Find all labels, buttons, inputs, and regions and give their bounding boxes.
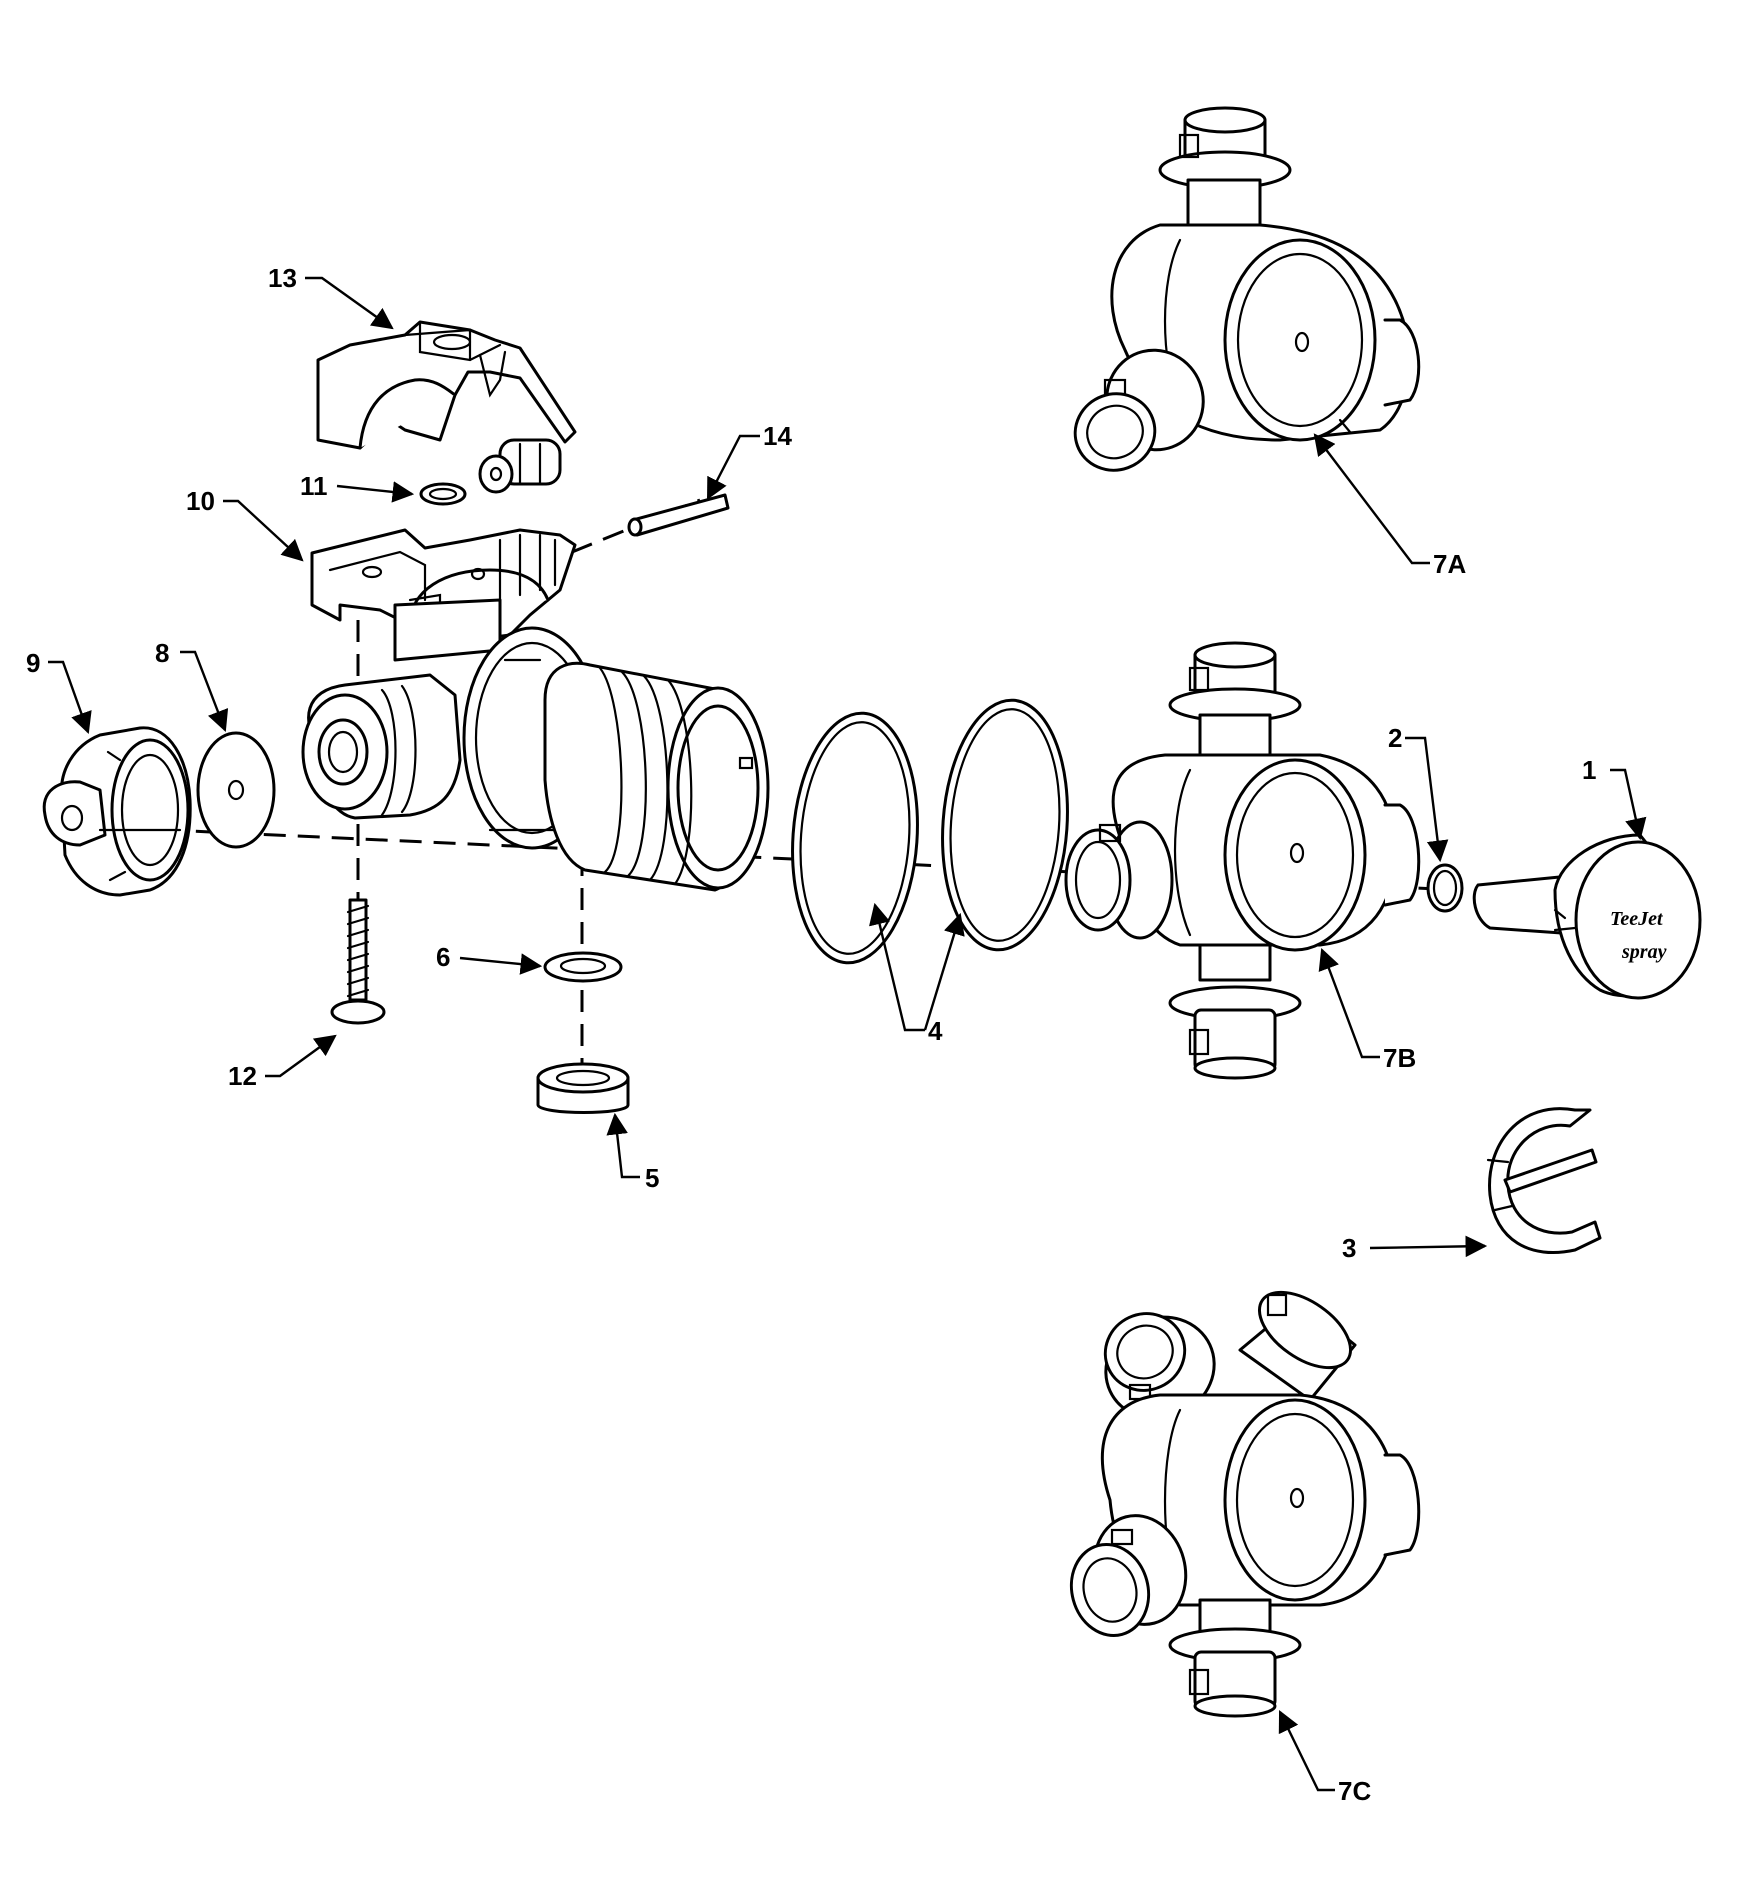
pin-part: [627, 493, 730, 537]
callout-1: 1: [1582, 755, 1596, 785]
clamp-top-part: [316, 320, 577, 494]
callout-7a: 7A: [1433, 549, 1466, 579]
small-washer-part: [419, 482, 467, 506]
callout-2: 2: [1388, 723, 1402, 753]
callout-7b: 7B: [1383, 1043, 1416, 1073]
turret-body-7a-part: [1073, 106, 1421, 472]
bearing-part: [536, 1062, 630, 1114]
callout-13: 13: [268, 263, 297, 293]
turret-body-7c-part: [1069, 1290, 1421, 1718]
callout-7c: 7C: [1338, 1776, 1371, 1806]
callout-10: 10: [186, 486, 215, 516]
callout-14: 14: [763, 421, 792, 451]
callout-labels: 1 2 3 4 5 6 7A 7B 7C 8 9 10 11 12 13 14: [26, 263, 1596, 1806]
callout-4: 4: [928, 1016, 943, 1046]
callout-12: 12: [228, 1061, 257, 1091]
retaining-clip-part: [1486, 1107, 1602, 1255]
cap-logo-subtext: spray: [1621, 941, 1667, 963]
callout-3: 3: [1342, 1233, 1356, 1263]
callout-5: 5: [645, 1163, 659, 1193]
knob-nut-part: [42, 726, 192, 897]
turret-body-7b-part: [1064, 641, 1421, 1080]
callout-9: 9: [26, 648, 40, 678]
washer-part: [543, 951, 623, 983]
small-o-ring-part: [1426, 863, 1464, 913]
index-cap-part: TeeJet spray: [1472, 833, 1702, 1000]
callout-6: 6: [436, 942, 450, 972]
screw-part: [330, 898, 386, 1025]
cap-logo-text: TeeJet: [1610, 908, 1664, 930]
disc-part: [196, 731, 276, 849]
o-ring-pair-part: [791, 698, 1069, 965]
leader-lines: [48, 276, 1647, 1792]
callout-8: 8: [155, 638, 169, 668]
valve-body-part: [301, 598, 770, 892]
callout-11: 11: [300, 471, 328, 501]
